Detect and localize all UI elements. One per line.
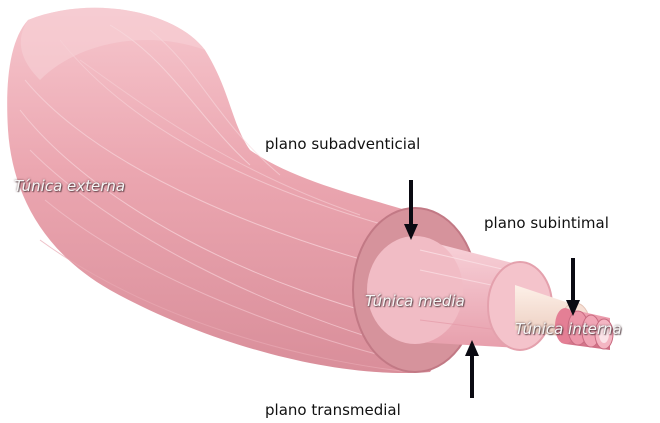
label-plano-subintimal: plano subintimal [484,214,609,232]
label-plano-transmedial: plano transmedial [265,401,401,419]
label-tunica-media: Túnica media [365,292,465,310]
label-tunica-interna: Túnica interna [515,320,622,338]
label-tunica-externa: Túnica externa [14,177,125,195]
label-plano-subadventicial: plano subadventicial [265,135,420,153]
arrow-transmedial [465,340,479,398]
